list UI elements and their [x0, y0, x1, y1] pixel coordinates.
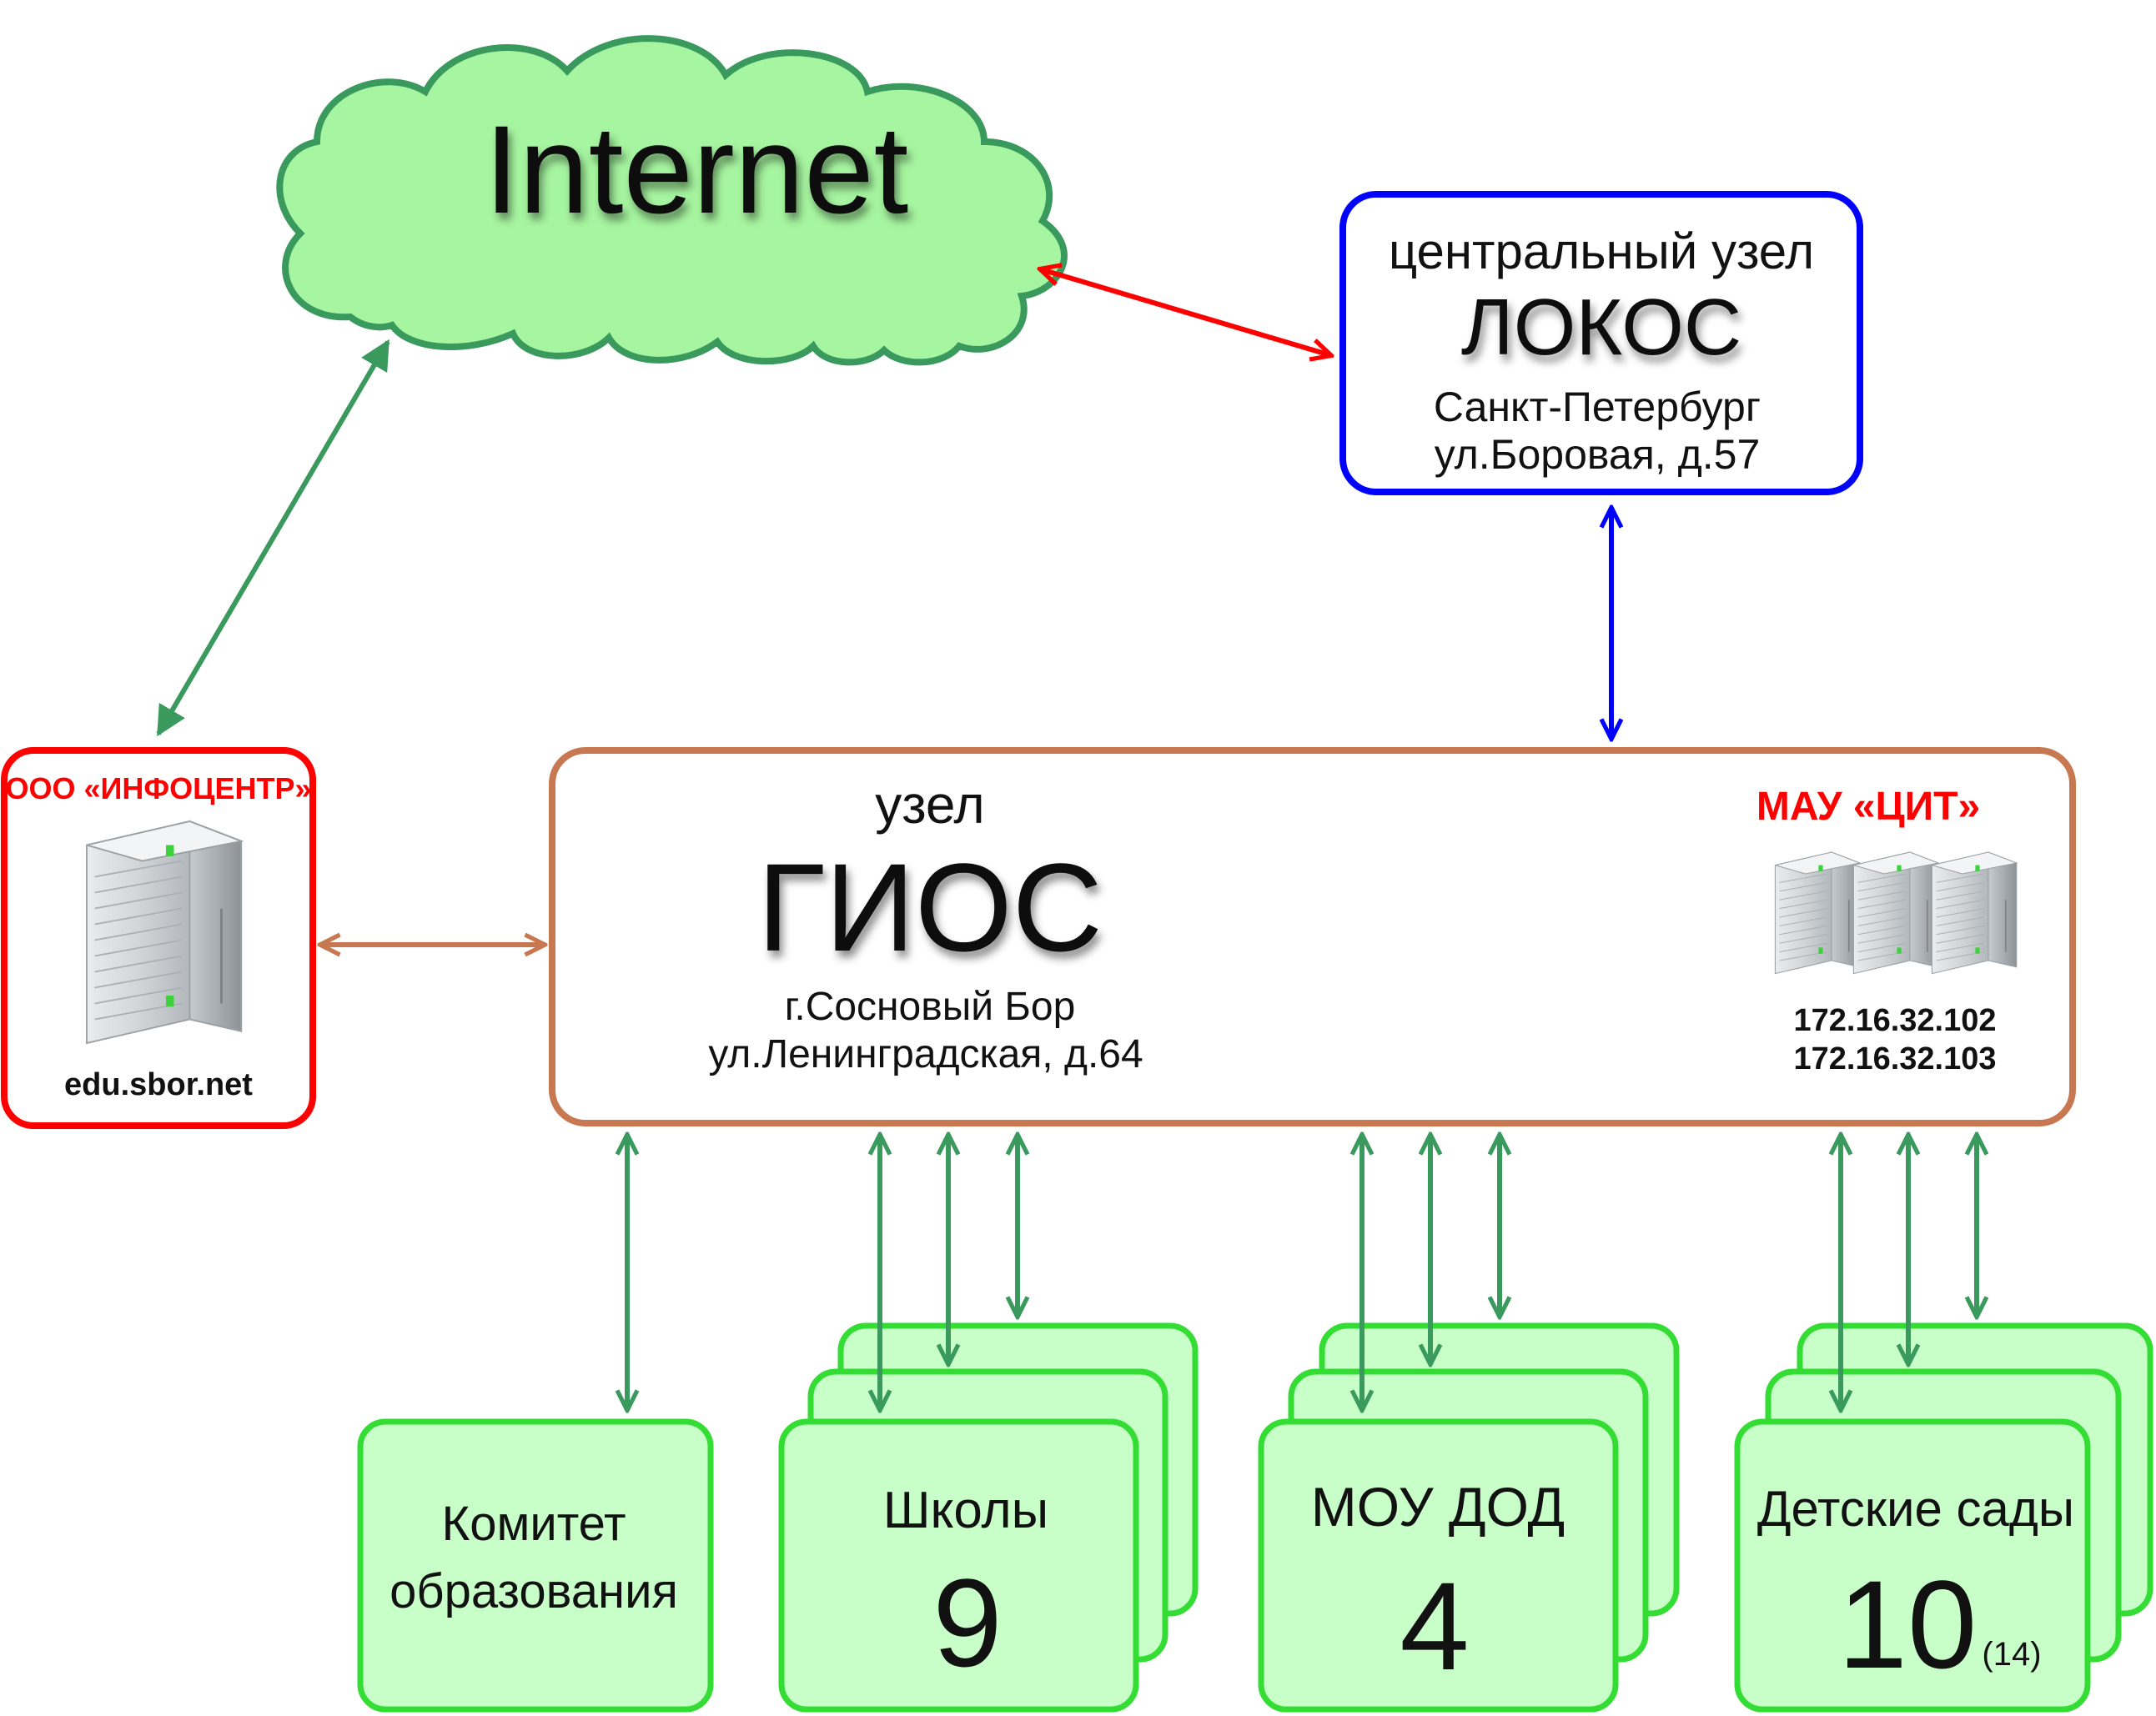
gios-city: г.Сосновый Бор — [785, 985, 1076, 1029]
gios-line1: узел — [875, 775, 984, 835]
lokos-node: центральный узел ЛОКОС Санкт-Петербург у… — [1339, 191, 1863, 495]
node-schools: Школы 9 — [778, 1322, 1199, 1713]
kindergartens-count: 10 — [1838, 1554, 1978, 1694]
lokos-address: ул.Боровая, д.57 — [1435, 431, 1761, 478]
server-icon — [1931, 851, 2018, 975]
node-moudod: МОУ ДОД 4 — [1258, 1322, 1680, 1713]
infocentr-title: ООО «ИНФОЦЕНТР» — [6, 771, 312, 805]
mau-ip-1: 172.16.32.102 — [1793, 1003, 1996, 1038]
kindergartens-label: Детские сады — [1757, 1481, 2074, 1537]
internet-label: Internet — [485, 99, 909, 239]
mau-ip-2: 172.16.32.103 — [1793, 1041, 1996, 1076]
infocentr-host: edu.sbor.net — [64, 1067, 253, 1102]
moudod-label: МОУ ДОД — [1311, 1476, 1565, 1538]
node-kindergartens: Детские сады 10 (14) — [1734, 1322, 2153, 1713]
server-icon — [1774, 851, 1861, 975]
moudod-count: 4 — [1400, 1556, 1469, 1696]
komitet-line1: Комитет — [441, 1497, 626, 1551]
mau-title: МАУ «ЦИТ» — [1756, 785, 1980, 829]
komitet-box — [357, 1418, 714, 1713]
lokos-name: ЛОКОС — [1461, 283, 1742, 372]
infocentr-node: ООО «ИНФОЦЕНТР» edu.sbor.net — [1, 747, 316, 1129]
gios-node: узел ГИОС г.Сосновый Бор ул.Ленинградска… — [549, 747, 2076, 1126]
schools-box — [778, 1418, 1139, 1713]
link-internet-lokos — [1041, 269, 1330, 355]
gios-box — [549, 747, 2076, 1126]
komitet-line2: образования — [389, 1564, 678, 1618]
gios-address: ул.Ленинградская, д.64 — [708, 1032, 1143, 1076]
gios-name: ГИОС — [757, 837, 1103, 977]
lokos-box — [1339, 191, 1863, 495]
schools-label: Школы — [883, 1482, 1049, 1539]
internet-cloud: Internet — [276, 35, 1068, 366]
node-komitet: Комитет образования — [357, 1418, 714, 1713]
moudod-box — [1258, 1418, 1619, 1713]
kindergartens-box — [1734, 1418, 2091, 1713]
server-icon — [85, 820, 243, 1045]
schools-count: 9 — [932, 1553, 1002, 1693]
lokos-city: Санкт-Петербург — [1434, 384, 1761, 430]
server-icon — [1852, 851, 1939, 975]
kindergartens-extra: (14) — [1982, 1636, 2041, 1673]
cloud-shape — [276, 35, 1068, 366]
lokos-line1: центральный узел — [1389, 223, 1814, 279]
link-internet-infocentr — [156, 339, 390, 737]
links-gios-nodes — [627, 1136, 1977, 1409]
